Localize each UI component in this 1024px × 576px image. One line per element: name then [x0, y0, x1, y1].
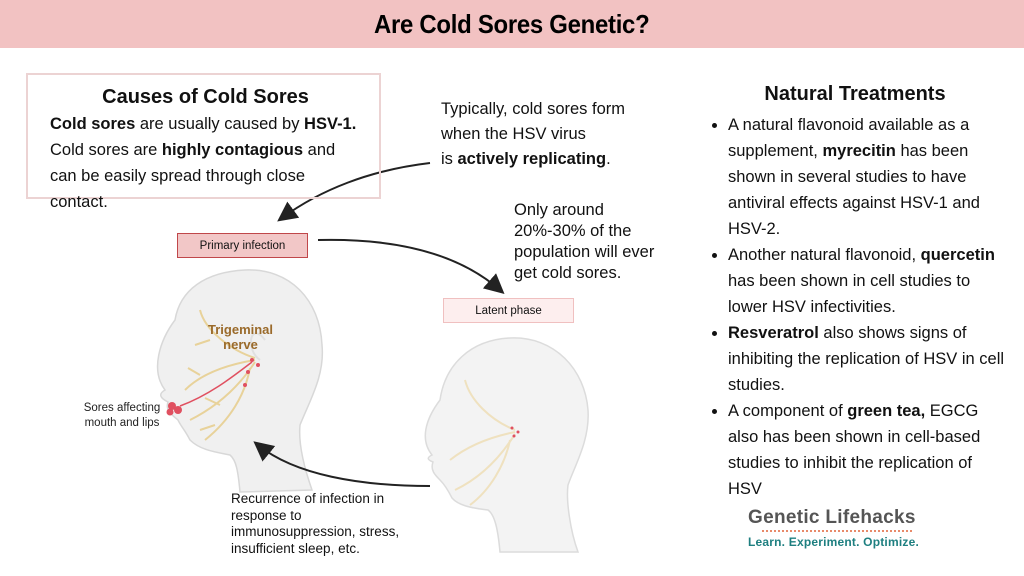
text: Recurrence of infection in — [231, 491, 385, 506]
text: is — [441, 150, 458, 168]
text: Cold sores are — [50, 141, 162, 159]
trigeminal-nerve-label: Trigeminal nerve — [208, 322, 273, 352]
trigeminal-nerve-icon — [184, 309, 256, 441]
arrow-to-primary-icon — [277, 162, 431, 222]
text: . — [606, 150, 611, 168]
bold-text: quercetin — [920, 246, 995, 264]
text: get cold sores. — [514, 264, 622, 282]
text: population will ever — [514, 243, 655, 261]
causes-text: Cold sores are usually caused by HSV-1. … — [50, 111, 361, 215]
sores-icon — [166, 358, 260, 416]
primary-infection-label: Primary infection — [177, 233, 308, 258]
text: Another natural flavonoid, — [728, 246, 921, 264]
logo-name: Genetic Lifehacks — [748, 507, 916, 528]
sores-label: Sores affecting mouth and lips — [72, 401, 172, 431]
causes-heading: Causes of Cold Sores — [102, 86, 309, 108]
text: response to — [231, 507, 302, 523]
causes-panel: Causes of Cold Sores Cold sores are usua… — [26, 73, 381, 211]
list-item: Resveratrol also shows signs of inhibiti… — [728, 320, 1010, 398]
list-item: A natural flavonoid available as a suppl… — [728, 112, 1010, 242]
latent-head-illustration — [424, 337, 589, 553]
page-title: Are Cold Sores Genetic? — [374, 8, 650, 39]
text: are usually caused by — [135, 115, 305, 133]
replicating-note: Typically, cold sores form when the HSV … — [441, 97, 625, 172]
bold-text: Resveratrol — [728, 324, 819, 342]
recurrence-note: Recurrence of infection in response to i… — [231, 491, 399, 557]
text: EGCG also has been shown in cell-based s… — [728, 402, 981, 498]
text: Sores affecting — [83, 402, 161, 414]
text: mouth and lips — [84, 417, 160, 429]
treatments-list: A natural flavonoid available as a suppl… — [700, 112, 1010, 502]
text: has been shown in cell studies to lower … — [728, 272, 971, 316]
text: has been shown in several studies to hav… — [728, 142, 980, 238]
bold-text: actively replicating — [457, 150, 607, 168]
text: nerve — [223, 337, 258, 352]
latent-phase-label: Latent phase — [443, 298, 574, 323]
bold-text: green tea, — [847, 402, 926, 420]
population-note: Only around 20%-30% of the population wi… — [514, 200, 654, 284]
bold-text: HSV-1. — [304, 115, 357, 133]
text: Typically, cold sores form — [441, 100, 625, 118]
text: Trigeminal — [208, 322, 274, 337]
logo-divider — [762, 530, 912, 534]
bold-text: Cold sores — [50, 115, 136, 133]
text: A component of — [728, 402, 848, 420]
text: 20%-30% of the — [514, 222, 632, 240]
logo-tagline: Learn. Experiment. Optimize. — [748, 535, 919, 549]
list-item: A component of green tea, EGCG also has … — [728, 398, 1010, 502]
bold-text: myrecitin — [822, 142, 896, 160]
text: Only around — [514, 201, 604, 219]
treatments-heading: Natural Treatments — [764, 83, 946, 105]
infected-head-illustration — [156, 269, 324, 493]
arrow-recurrence-icon — [253, 441, 431, 487]
title-banner: Are Cold Sores Genetic? — [0, 0, 1024, 48]
text: A natural flavonoid available as a suppl… — [728, 116, 970, 160]
text: also shows signs of inhibiting the repli… — [728, 324, 1005, 394]
text: and can be easily spread through close c… — [50, 141, 336, 211]
bold-text: highly contagious — [161, 141, 304, 159]
text: when the HSV virus — [441, 125, 586, 143]
text: insufficient sleep, etc. — [231, 540, 360, 556]
treatments-panel: Natural Treatments A natural flavonoid a… — [700, 80, 1010, 502]
list-item: Another natural flavonoid, quercetin has… — [728, 242, 1010, 320]
genetic-lifehacks-logo: Genetic Lifehacks Learn. Experiment. Opt… — [748, 507, 919, 549]
arrow-to-latent-icon — [317, 238, 505, 294]
text: immunosuppression, stress, — [231, 524, 400, 539]
